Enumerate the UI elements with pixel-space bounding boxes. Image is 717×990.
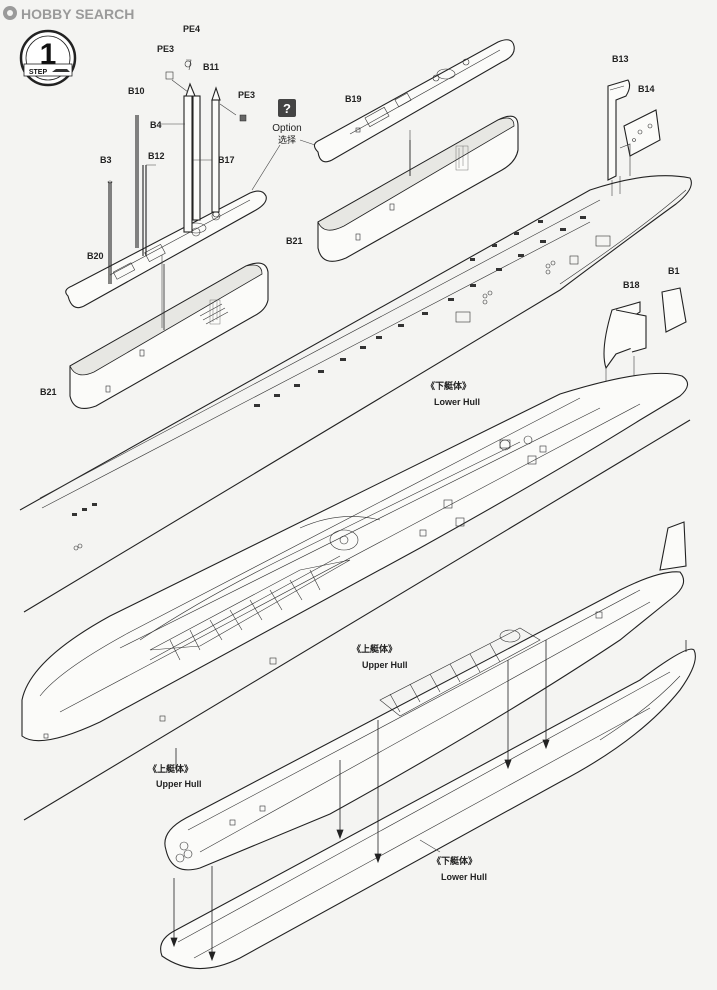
caption-lower-hull-en: Lower Hull xyxy=(434,397,480,407)
upper-hull-middle xyxy=(21,372,691,821)
label-pe4: PE4 xyxy=(183,24,200,34)
caption-lower-hull-cn: 《下艇体》 xyxy=(426,380,471,391)
caption-lower-hull2-cn: 《下艇体》 xyxy=(432,855,477,866)
label-b19: B19 xyxy=(345,94,362,104)
sail-top-cap-b19 xyxy=(313,39,515,163)
caption-upper-hull-cn: 《上艇体》 xyxy=(148,763,193,774)
lower-hull-top xyxy=(19,175,692,613)
label-b3: B3 xyxy=(100,155,112,165)
option-symbol: ? xyxy=(283,101,291,116)
sail-body-b21-left xyxy=(69,262,269,409)
fin-b1 xyxy=(661,287,687,333)
plate-b14 xyxy=(619,109,661,176)
watermark-text: HOBBY SEARCH xyxy=(21,6,134,22)
label-b12: B12 xyxy=(148,151,165,161)
caption-upper-hull2-en: Upper Hull xyxy=(362,660,408,670)
label-b4: B4 xyxy=(150,120,162,130)
label-b11: B11 xyxy=(203,62,219,72)
label-b17: B17 xyxy=(218,155,235,165)
label-b13: B13 xyxy=(612,54,629,64)
label-b21-left: B21 xyxy=(40,387,57,397)
caption-upper-hull2-cn: 《上艇体》 xyxy=(352,643,397,654)
hobby-search-logo: HOBBY SEARCH xyxy=(3,6,134,22)
label-pe3-right: PE3 xyxy=(238,90,255,100)
upper-hull-bottom xyxy=(164,521,687,871)
step-number: 1 xyxy=(40,38,57,71)
caption-lower-hull2-en: Lower Hull xyxy=(441,872,487,882)
caption-upper-hull-en: Upper Hull xyxy=(156,779,202,789)
mast-assembly xyxy=(107,59,247,328)
label-b20: B20 xyxy=(87,251,104,261)
step-word: STEP xyxy=(29,69,48,76)
label-pe3-left: PE3 xyxy=(157,44,174,54)
lower-hull-bottom xyxy=(160,648,696,970)
option-label-en: Option xyxy=(272,123,301,134)
label-b21-right: B21 xyxy=(286,236,303,246)
label-b1: B1 xyxy=(668,266,680,276)
step-badge: 1 STEP xyxy=(19,29,77,87)
fin-b18 xyxy=(603,301,647,370)
option-label-cn: 选择 xyxy=(278,134,296,145)
rudder-b13 xyxy=(607,79,631,181)
sail-body-b21-right xyxy=(317,115,519,262)
label-b14: B14 xyxy=(638,84,655,94)
label-b10: B10 xyxy=(128,86,145,96)
assembly-arrows xyxy=(163,140,687,962)
label-b18: B18 xyxy=(623,280,640,290)
